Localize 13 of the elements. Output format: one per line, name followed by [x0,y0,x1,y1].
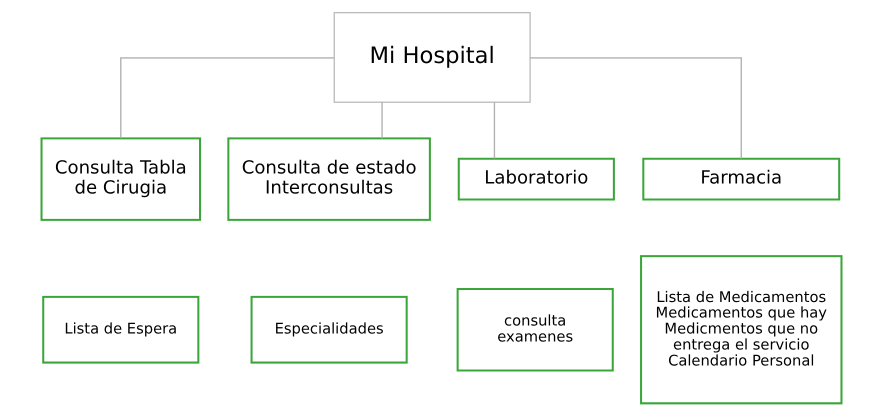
connector [120,57,334,138]
node-box: Lista de Medicamentos Medicamentos que hay Medicmentos que no entrega el servicio Calendario Personal [640,255,842,404]
connector [380,102,382,138]
node-box: Consulta de estado Interconsultas [226,137,430,221]
node-box: Consulta Tabla de Cirugia [40,137,201,221]
connector [493,102,495,158]
node-box: Lista de Espera [42,296,199,364]
node-box: consulta examenes [456,288,614,372]
node-box: Mi Hospital [333,12,530,103]
connector [530,57,742,159]
node-box: Especialidades [250,296,408,364]
node-box: Laboratorio [457,158,614,201]
node-box: Farmacia [642,158,840,201]
